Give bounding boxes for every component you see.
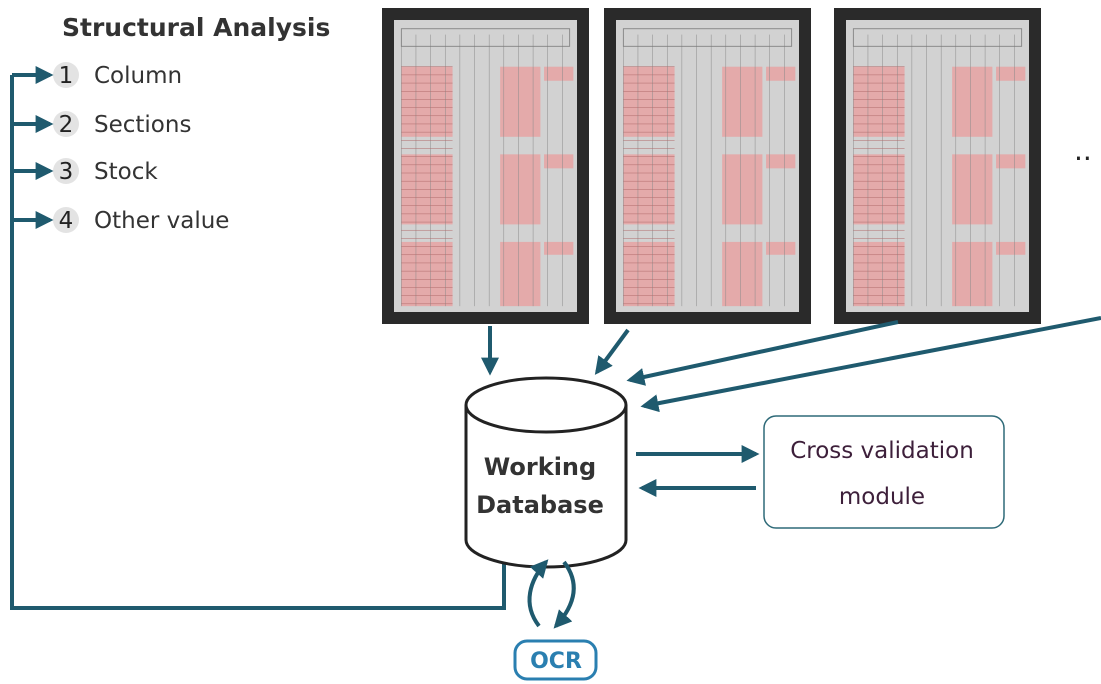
highlight-edge [766, 66, 796, 81]
step-2-number: 2 [59, 112, 74, 138]
highlight-edge [544, 66, 574, 81]
highlight-left [401, 66, 453, 137]
highlight-edge [544, 241, 574, 255]
structural-analysis-title: Structural Analysis [62, 13, 330, 42]
ocr-label: OCR [530, 649, 582, 674]
highlight-right [722, 66, 763, 137]
step-1-label: Column [94, 63, 182, 89]
scanned-page-3 [834, 8, 1041, 324]
highlight-right [722, 154, 763, 225]
cross-validation-box [763, 415, 1005, 529]
cross-validation-label-line-2: module [839, 484, 925, 510]
highlight-right [500, 66, 541, 137]
feedback-loop-line [10, 75, 506, 610]
step-1: 1 Column [53, 62, 182, 89]
highlight-right [952, 241, 993, 307]
step-2: 2 Sections [53, 111, 191, 138]
cross-validation-module: Cross validation module [763, 415, 1005, 529]
arrow-ocr-to-db [527, 559, 549, 628]
highlight-right [500, 154, 541, 225]
highlight-right [722, 241, 763, 307]
step-1-number: 1 [59, 63, 74, 89]
highlight-left [623, 241, 675, 307]
feedback-loop [10, 66, 506, 610]
scanned-page-1 [382, 8, 589, 324]
database-label-line-1: Working [484, 453, 596, 481]
ledger-header [400, 28, 571, 47]
cross-validation-arrows [636, 445, 760, 497]
scanned-page-2 [604, 8, 811, 324]
scanned-documents [382, 8, 1041, 324]
document-arrows [481, 316, 1101, 413]
highlight-left [853, 241, 905, 307]
ocr-box [513, 639, 598, 681]
highlight-left [623, 66, 675, 137]
ocr-module: OCR [513, 639, 598, 681]
highlight-edge [996, 241, 1026, 255]
highlight-edge [766, 154, 796, 169]
database-top [464, 376, 628, 434]
step-3: 3 Stock [53, 158, 158, 185]
highlight-right [952, 66, 993, 137]
highlight-edge [996, 66, 1026, 81]
highlight-edge [766, 241, 796, 255]
step-3-number: 3 [59, 159, 74, 185]
step-2-badge [53, 111, 79, 137]
arrow-doc-2-to-db [594, 328, 630, 375]
highlight-left [401, 241, 453, 307]
highlight-edge [996, 154, 1026, 169]
step-3-badge [53, 158, 79, 184]
step-4-number: 4 [59, 208, 74, 234]
step-2-label: Sections [94, 112, 191, 138]
highlight-edge [544, 154, 574, 169]
highlight-right [952, 154, 993, 225]
more-documents-ellipsis: .. [1074, 134, 1092, 167]
step-3-label: Stock [94, 159, 158, 185]
ledger-header [852, 28, 1023, 47]
working-database: Working Database [464, 376, 628, 569]
cross-validation-label-line-1: Cross validation [790, 438, 974, 464]
arrow-doc-3-to-db [626, 320, 899, 386]
step-4-label: Other value [94, 208, 229, 234]
step-4-badge [53, 207, 79, 233]
highlight-right [500, 241, 541, 307]
highlight-left [853, 66, 905, 137]
step-1-badge [53, 62, 79, 88]
ledger-header [622, 28, 793, 47]
ocr-arrows [527, 559, 576, 629]
step-4: 4 Other value [53, 207, 229, 234]
database-label-line-2: Database [476, 491, 604, 519]
arrow-db-to-ocr [553, 560, 576, 629]
arrow-doc-more-to-db [640, 316, 1101, 413]
